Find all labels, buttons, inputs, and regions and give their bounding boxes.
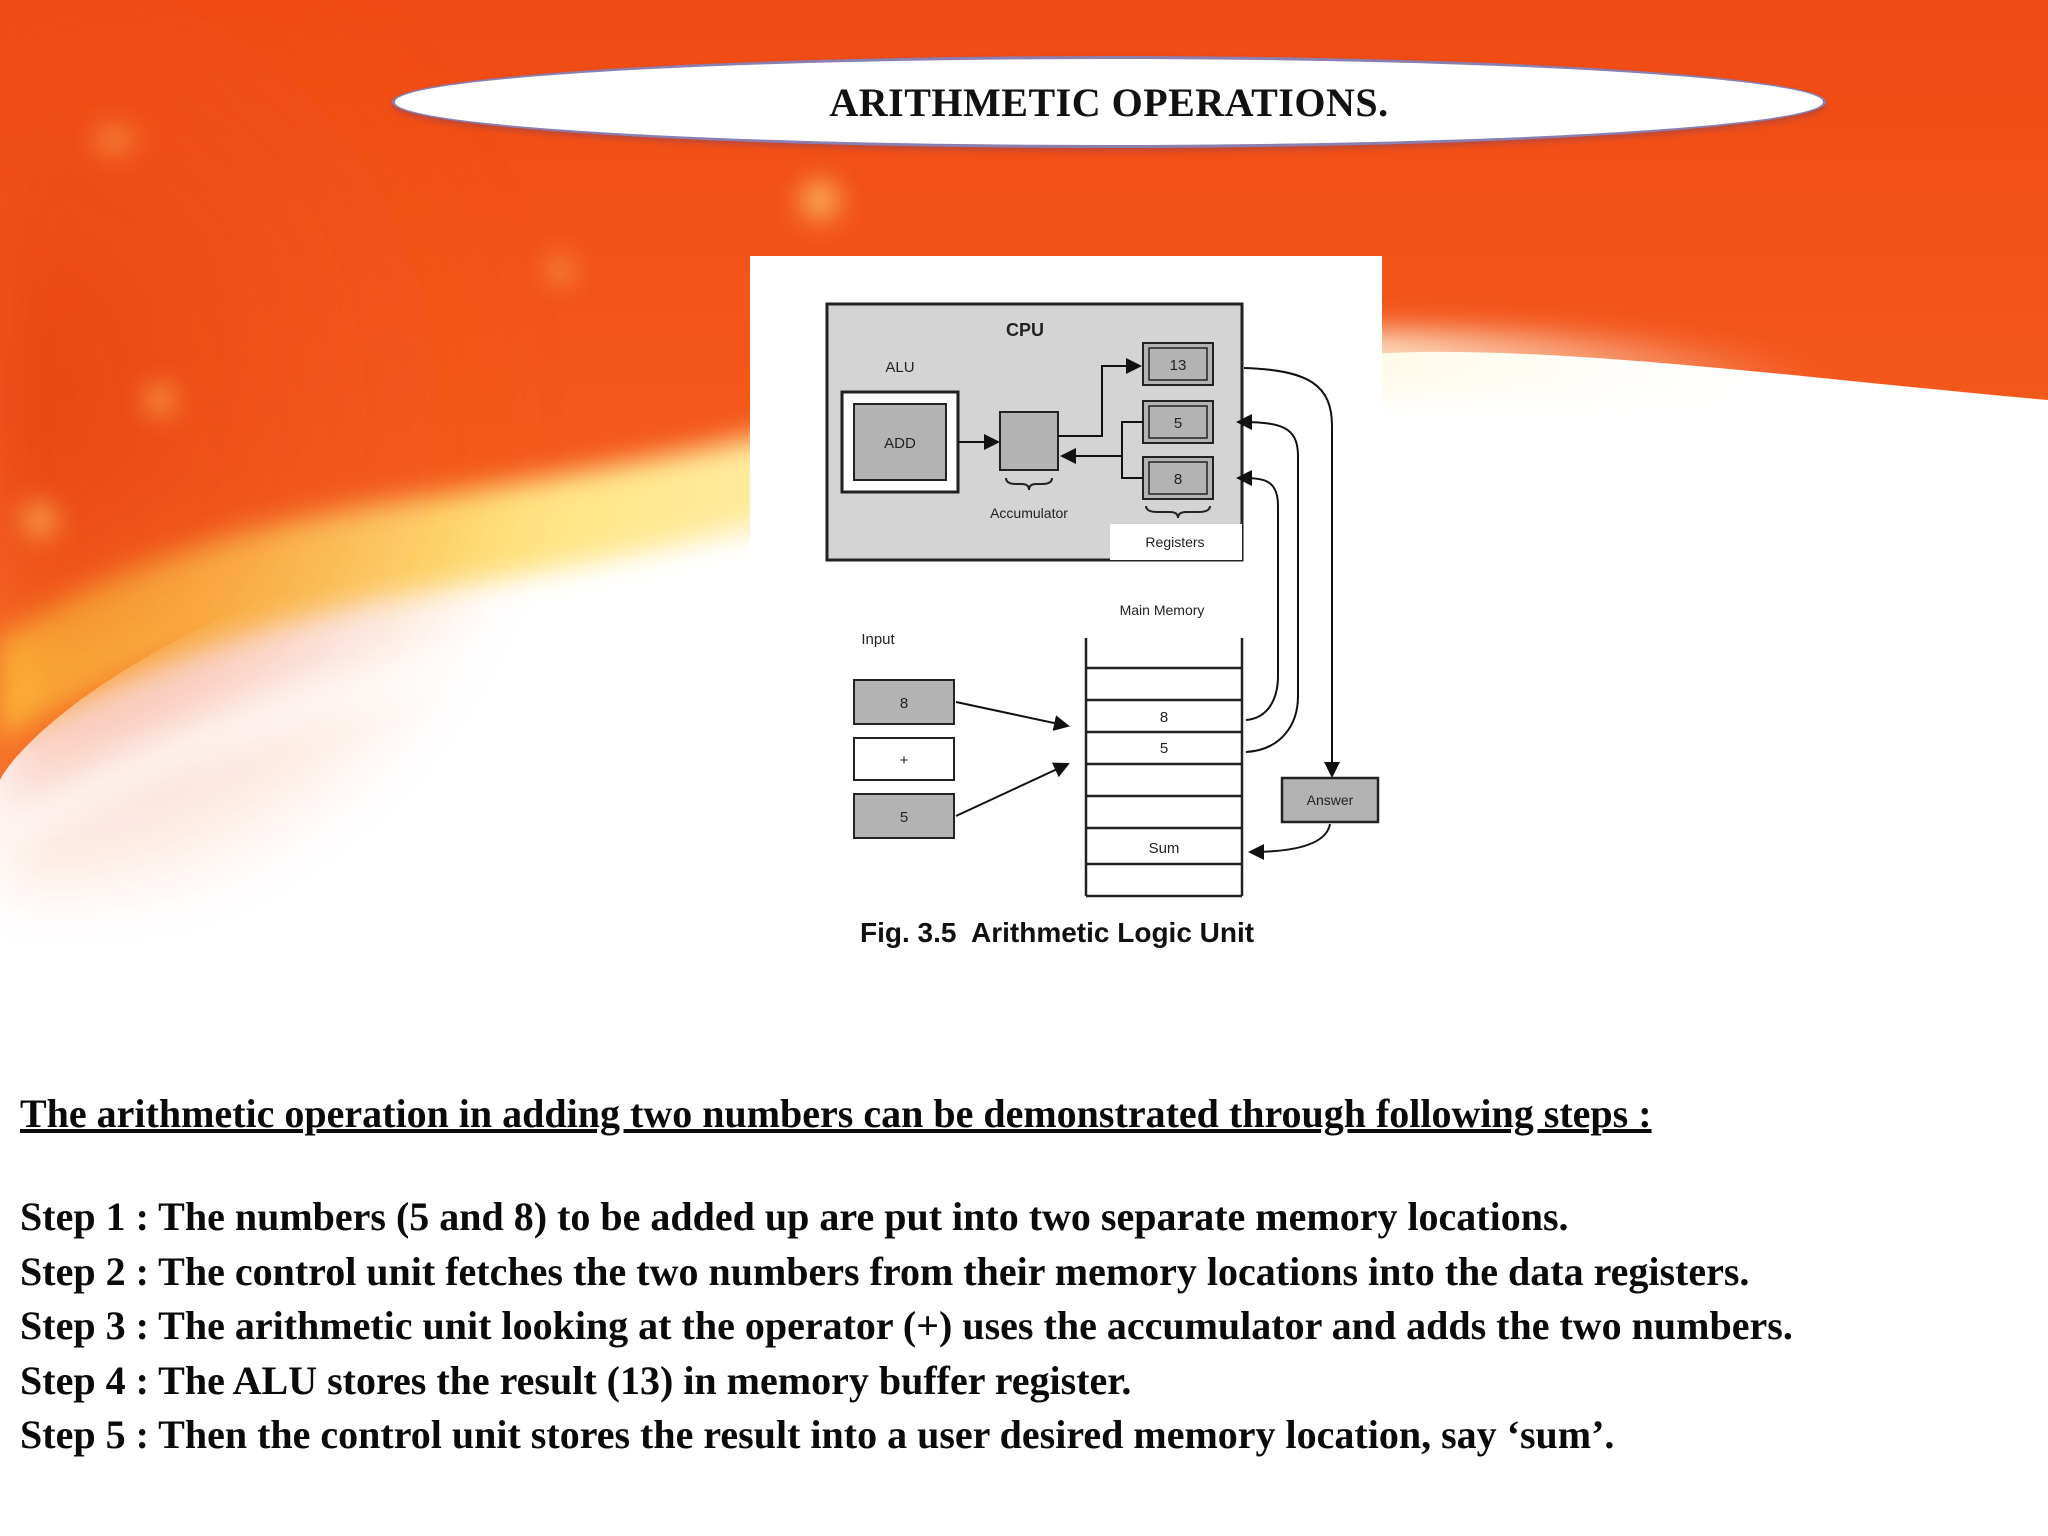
input-box-plus	[853, 737, 955, 781]
memory-5-to-register-arrow	[1236, 414, 1299, 753]
register-to-answer-arrow	[1243, 367, 1340, 778]
steps-intro: The arithmetic operation in adding two n…	[20, 1091, 1652, 1136]
description-text: The arithmetic operation in adding two n…	[20, 1088, 2040, 1463]
alu-diagram: CPU ALU ADD Accumulator 13 5 8 Registers…	[825, 302, 1380, 948]
memory-8-to-register-arrow	[1236, 470, 1279, 721]
register-5-inner	[1148, 405, 1208, 439]
step-line-5: Step 5 : Then the control unit stores th…	[20, 1412, 1615, 1457]
add-box	[853, 403, 947, 481]
cpu-label: CPU	[1006, 320, 1044, 340]
step-line-1: Step 1 : The numbers (5 and 8) to be add…	[20, 1194, 1569, 1239]
answer-box	[1280, 776, 1380, 824]
step-line-4: Step 4 : The ALU stores the result (13) …	[20, 1357, 1132, 1403]
register-8-inner	[1148, 461, 1208, 495]
registers-label-bg	[1110, 524, 1242, 560]
input-value: +	[900, 752, 909, 769]
register-value: 13	[1170, 357, 1187, 374]
main-memory-label: Main Memory	[1120, 602, 1205, 618]
slide-title: ARITHMETIC OPERATIONS.	[829, 79, 1389, 125]
title-banner: ARITHMETIC OPERATIONS.	[392, 56, 1826, 148]
input-box-5	[853, 793, 955, 839]
register-13-inner	[1148, 347, 1208, 381]
registers-label: Registers	[1145, 534, 1204, 550]
input-8-to-memory-arrow	[955, 701, 1070, 731]
registers-brace	[1145, 505, 1211, 519]
accumulator-box	[999, 411, 1059, 471]
register-13	[1142, 342, 1214, 386]
alu-figure: CPU ALU ADD Accumulator 13 5 8 Registers…	[750, 256, 1382, 968]
input-label: Input	[861, 631, 895, 648]
register-value: 5	[1174, 415, 1182, 432]
step-line-2: Step 2 : The control unit fetches the tw…	[20, 1248, 1750, 1294]
figure-caption: Fig. 3.5 Arithmetic Logic Unit	[860, 917, 1254, 948]
alu-label: ALU	[885, 359, 914, 376]
main-memory-block	[1084, 638, 1244, 898]
input-value: 5	[900, 809, 908, 826]
step-line-3: Step 3 : The arithmetic unit looking at …	[20, 1303, 1793, 1348]
answer-label: Answer	[1307, 792, 1354, 808]
add-label: ADD	[884, 435, 916, 452]
input-5-to-memory-arrow	[955, 762, 1070, 817]
accumulator-brace	[1005, 477, 1053, 491]
register-value: 8	[1174, 471, 1182, 488]
accumulator-to-register-arrow	[1058, 358, 1142, 437]
memory-value: 8	[1160, 709, 1168, 726]
answer-to-sum-arrow	[1248, 823, 1331, 860]
accumulator-label: Accumulator	[990, 505, 1068, 521]
sum-label: Sum	[1149, 840, 1180, 857]
memory-value: 5	[1160, 740, 1168, 757]
input-box-8	[853, 679, 955, 725]
input-value: 8	[900, 695, 908, 712]
